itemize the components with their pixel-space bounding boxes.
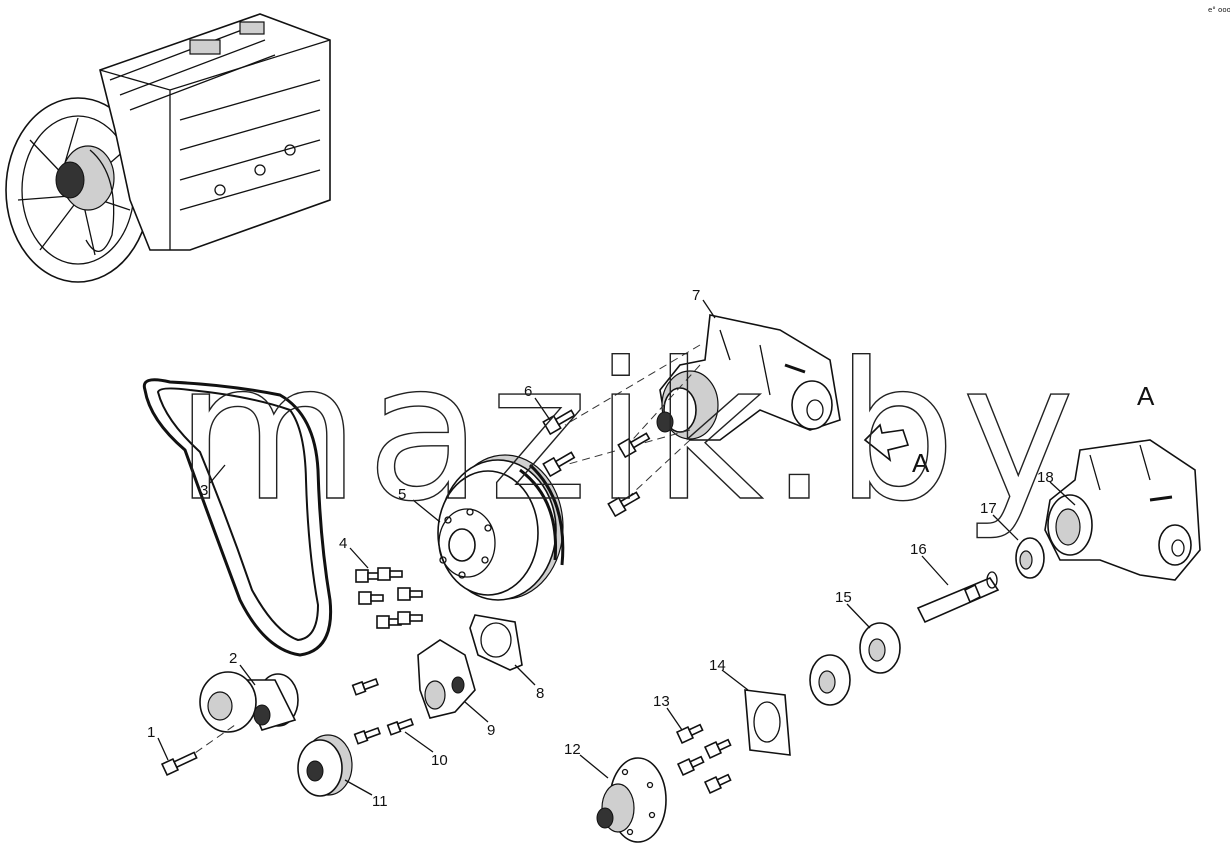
callout-18: 18 xyxy=(1037,469,1054,486)
callout-2: 2 xyxy=(229,650,237,667)
part-15-bearing xyxy=(809,622,901,706)
view-direction-arrow xyxy=(863,423,910,462)
part-5-fan-pulley xyxy=(437,454,565,601)
callout-7: 7 xyxy=(692,287,700,304)
corner-mark: e° ooo xyxy=(1208,6,1230,14)
callout-4: 4 xyxy=(339,535,347,552)
callout-16: 16 xyxy=(910,541,927,558)
callout-labels: 1 2 3 4 5 6 7 8 9 10 11 12 13 14 15 16 1… xyxy=(147,287,1054,810)
callout-13: 13 xyxy=(653,693,670,710)
part-17-bearing xyxy=(1015,537,1045,579)
engine-overview-illustration xyxy=(5,13,331,283)
part-12-fan-hub xyxy=(596,757,667,843)
callout-11: 11 xyxy=(372,793,388,810)
callout-5: 5 xyxy=(398,486,406,503)
view-label-a: A xyxy=(1137,381,1155,411)
callout-15: 15 xyxy=(835,589,852,606)
part-10-bolts xyxy=(351,677,414,745)
callout-6: 6 xyxy=(524,383,532,400)
callout-17: 17 xyxy=(980,500,997,517)
part-4-bolts xyxy=(355,567,423,629)
view-arrow-label-a: A xyxy=(912,448,930,478)
part-1-bolt xyxy=(160,751,198,777)
watermark-text: mazik.by xyxy=(175,322,1081,543)
part-8-gasket xyxy=(469,614,523,671)
callout-3: 3 xyxy=(200,482,208,499)
part-18-pump-housing xyxy=(1044,439,1201,581)
callout-14: 14 xyxy=(709,657,726,674)
part-9-bracket xyxy=(417,639,476,719)
part-7-water-pump xyxy=(656,314,841,441)
part-3-v-belt xyxy=(142,378,333,657)
leader-lines xyxy=(157,299,1076,796)
part-6-bolts xyxy=(542,409,651,518)
part-11-idler-pulley xyxy=(297,734,353,797)
callout-9: 9 xyxy=(487,722,495,739)
part-14-gasket xyxy=(744,689,791,756)
part-16-shaft xyxy=(916,571,1000,624)
part-13-bolts xyxy=(675,723,732,795)
callout-12: 12 xyxy=(564,741,581,758)
callout-10: 10 xyxy=(431,752,448,769)
part-2-tensioner xyxy=(199,671,299,733)
callout-1: 1 xyxy=(147,724,155,741)
callout-8: 8 xyxy=(536,685,544,702)
